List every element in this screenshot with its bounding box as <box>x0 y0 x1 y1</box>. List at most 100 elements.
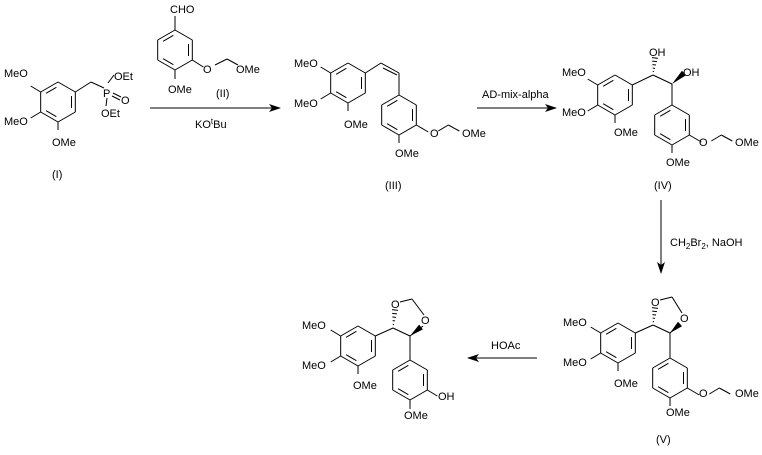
bond <box>392 327 411 337</box>
bond <box>411 298 425 316</box>
label-oet: OEt <box>114 71 133 83</box>
bond <box>214 58 228 66</box>
double-bond <box>659 109 671 117</box>
label-ome: OMe <box>395 148 419 160</box>
wedge-bond <box>670 321 683 333</box>
label-ome: OMe <box>735 137 759 149</box>
bond <box>330 355 341 363</box>
ring-bond <box>392 389 411 401</box>
ring-bond <box>652 387 671 399</box>
ring-bond <box>340 325 359 337</box>
bond <box>659 296 673 301</box>
ring-bond <box>381 94 400 106</box>
bond <box>427 389 438 397</box>
label-ome: OMe <box>344 119 368 131</box>
label-meo: MeO <box>563 357 587 369</box>
label-o: O <box>699 137 708 149</box>
ring-bond <box>600 322 619 334</box>
bond <box>90 81 105 89</box>
hashed-bond <box>652 310 658 313</box>
bond <box>587 104 598 112</box>
hashed-bond <box>651 57 659 59</box>
label-ome: OMe <box>614 378 638 390</box>
bond <box>652 74 673 85</box>
label-o: O <box>421 315 430 327</box>
label-o: O <box>121 95 130 107</box>
ring-bond <box>40 81 59 93</box>
ring-bond <box>174 29 193 41</box>
compound-number: (V) <box>656 434 671 446</box>
label-oh: OH <box>438 391 455 403</box>
double-bond <box>335 91 347 99</box>
ring-bond <box>381 124 400 136</box>
label-o: O <box>391 299 400 311</box>
compound-number: (IV) <box>654 180 672 192</box>
bond <box>587 78 598 86</box>
ring-bond <box>654 134 673 146</box>
bond <box>689 134 702 143</box>
ring-bond <box>654 104 673 116</box>
label-ome: OMe <box>462 128 486 140</box>
reagent-ch2br2-naoh: CH2Br2, NaOH <box>670 237 743 251</box>
compound-I: MeO MeO OMe P OEt OEt O (I) <box>4 68 133 181</box>
double-bond <box>335 67 347 75</box>
label-meo: MeO <box>4 116 28 128</box>
ring-bond <box>671 104 690 116</box>
label-meo: MeO <box>302 360 326 372</box>
ring-bond <box>398 94 417 106</box>
label-meo: MeO <box>302 320 326 332</box>
ring-bond <box>614 104 633 116</box>
label-o: O <box>699 388 708 400</box>
vinyl-bond <box>380 62 400 74</box>
bond <box>375 327 394 337</box>
bond <box>652 324 671 334</box>
bond <box>711 134 722 142</box>
label-o: O <box>203 64 212 76</box>
label-ome: OMe <box>52 137 76 149</box>
double-bond <box>386 123 398 131</box>
bond <box>399 298 413 303</box>
label-ome: OMe <box>404 410 428 422</box>
label-p: P <box>103 88 110 100</box>
double-bond <box>345 330 357 338</box>
bond-lines <box>30 16 733 409</box>
label-oh: OH <box>683 67 700 79</box>
ring-bond <box>409 359 428 371</box>
bond <box>320 66 331 74</box>
bond <box>105 97 108 107</box>
ring-bond <box>614 74 633 86</box>
label-cho: CHO <box>170 4 195 16</box>
bond <box>30 111 41 119</box>
label-ome: OMe <box>735 388 759 400</box>
double-bond <box>605 351 617 359</box>
compound-number: (III) <box>385 180 402 192</box>
label-oet: OEt <box>101 108 120 120</box>
double-bond <box>45 86 57 94</box>
double-bond <box>386 99 398 107</box>
ring-bond <box>340 355 359 367</box>
bond <box>75 81 92 93</box>
double-bond <box>45 110 57 118</box>
compound-IV: MeO MeO OMe OH OH O OMe OMe (IV) <box>562 47 759 192</box>
bond <box>107 74 115 84</box>
double-bond <box>162 58 174 66</box>
ring-bond <box>617 352 636 364</box>
bond <box>438 124 449 132</box>
ring-bond <box>409 389 428 401</box>
double-bond <box>657 362 669 370</box>
ring-bond <box>157 29 176 41</box>
bond <box>590 326 601 334</box>
bond <box>226 58 239 66</box>
ring-bond <box>57 81 76 93</box>
label-ome: OMe <box>353 380 377 392</box>
hashed-bond <box>652 60 658 63</box>
bond <box>721 134 733 142</box>
double-bond <box>657 386 669 394</box>
bond <box>448 124 460 132</box>
ring-bond <box>600 352 619 364</box>
double-bond <box>162 34 174 42</box>
bond <box>416 124 429 133</box>
bond <box>330 329 341 337</box>
bond <box>192 59 204 68</box>
double-bond <box>659 133 671 141</box>
